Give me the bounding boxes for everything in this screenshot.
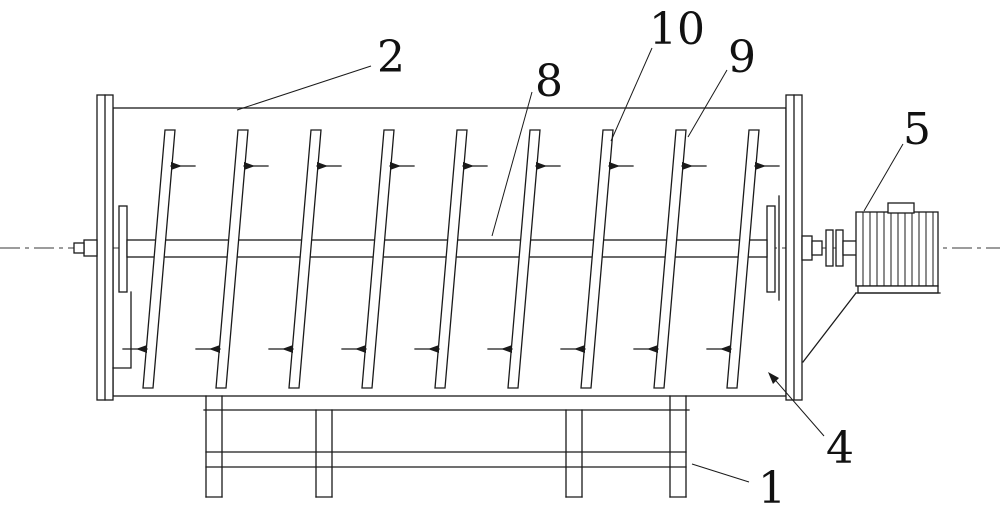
part-label-1: 1 — [758, 463, 786, 509]
shaft-nut — [73, 242, 85, 254]
shaft-segment — [811, 240, 823, 256]
paddle-arrow-top — [171, 162, 182, 170]
paddle-arrow-top — [536, 162, 547, 170]
leader-line-1 — [691, 463, 750, 483]
screw-blade — [142, 129, 176, 389]
screw-blade — [726, 129, 760, 389]
paddle-arrow-top — [682, 162, 693, 170]
leader-line-10 — [610, 47, 653, 142]
drive-coupling — [801, 229, 859, 267]
paddle-arrow-top — [244, 162, 255, 170]
screw-blade — [215, 129, 249, 389]
part-label-2: 2 — [377, 32, 405, 83]
leader-line-9 — [687, 69, 728, 138]
part-labels: 2 10 9 8 5 4 1 — [377, 4, 931, 509]
leader-line-2 — [236, 65, 372, 111]
part-label-5: 5 — [903, 104, 931, 155]
drum-shell — [96, 94, 803, 401]
paddle-arrow-bottom — [574, 345, 585, 353]
right-hub-plate — [766, 205, 776, 293]
part-label-10: 10 — [649, 4, 705, 55]
leader-lines — [236, 47, 904, 483]
paddle-arrow-top — [390, 162, 401, 170]
leader-arrow-4 — [768, 372, 779, 384]
paddle-arrow-bottom — [501, 345, 512, 353]
shaft-stub — [83, 239, 98, 257]
motor — [802, 202, 941, 363]
screw-blade — [580, 129, 614, 389]
paddle-arrow-bottom — [209, 345, 220, 353]
paddle-arrow-top — [463, 162, 474, 170]
coupling-disc-right — [835, 229, 844, 267]
part-label-4: 4 — [826, 423, 854, 474]
paddle-arrow-bottom — [647, 345, 658, 353]
motor-support-strut — [802, 292, 857, 363]
motor-base — [857, 285, 939, 294]
bearing-block — [801, 235, 813, 261]
paddle-arrow-bottom — [355, 345, 366, 353]
coupling-disc-left — [825, 229, 834, 267]
paddle-arrow-top — [317, 162, 328, 170]
part-label-9: 9 — [728, 32, 756, 83]
screw-blade — [507, 129, 541, 389]
screw-blade — [361, 129, 395, 389]
paddle-arrow-top — [755, 162, 766, 170]
screw-blade — [288, 129, 322, 389]
paddle-arrow-bottom — [136, 345, 147, 353]
leader-line-5 — [863, 143, 904, 212]
paddle-arrow-top — [609, 162, 620, 170]
part-label-8: 8 — [535, 56, 563, 107]
outlet-chute — [112, 291, 132, 369]
leader-line-4 — [769, 373, 825, 437]
paddle-arrow-bottom — [428, 345, 439, 353]
paddle-arrow-bottom — [282, 345, 293, 353]
leader-line-8 — [491, 91, 533, 237]
screw-blades — [122, 129, 780, 389]
paddle-arrow-bottom — [720, 345, 731, 353]
screw-blade — [653, 129, 687, 389]
left-hub-plate — [118, 205, 128, 293]
motor-terminal-box — [887, 202, 915, 214]
shaft-left-end — [73, 239, 98, 257]
screw-blade — [434, 129, 468, 389]
motor-fins — [862, 212, 934, 286]
support-stand — [203, 395, 690, 498]
